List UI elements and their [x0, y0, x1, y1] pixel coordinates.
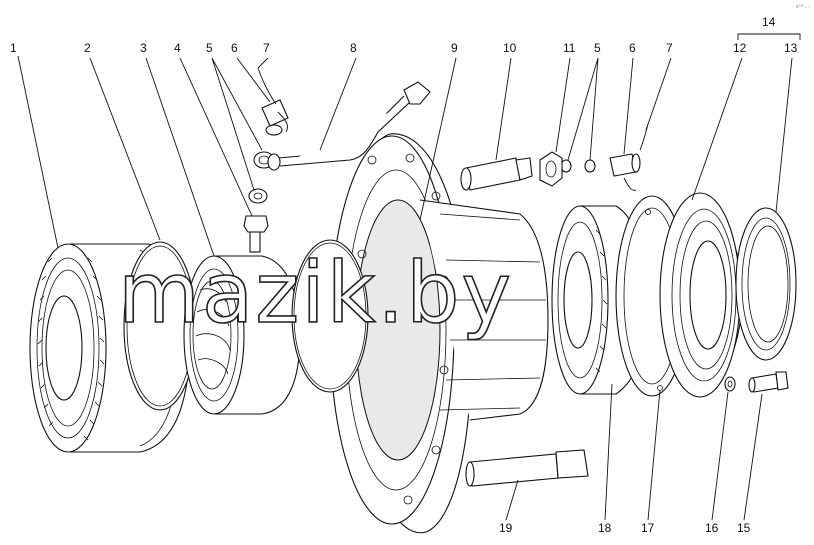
callout-14: 14 — [762, 15, 776, 29]
part-10-sleeve — [460, 157, 533, 191]
callout-4: 4 — [174, 41, 181, 55]
part-9-hub — [329, 133, 549, 534]
watermark-text: mazik.by — [118, 244, 513, 342]
part-11-nut — [539, 151, 563, 187]
callout-9: 9 — [451, 41, 458, 55]
callout-13: 13 — [784, 41, 798, 55]
hub-o-ring — [291, 239, 369, 393]
part-15-bolt — [748, 371, 789, 393]
callout-5b: 5 — [594, 41, 601, 55]
callout-12: 12 — [733, 41, 747, 55]
part-6-fittings — [261, 99, 641, 177]
corner-mark: s™ ... — [796, 4, 809, 10]
part-3-nut — [183, 255, 301, 415]
callout-6b: 6 — [629, 41, 636, 55]
part-13-seal — [735, 207, 797, 361]
callout-15: 15 — [737, 521, 751, 535]
part-19-stud — [465, 449, 589, 487]
callout-7a: 7 — [263, 41, 270, 55]
callout-8: 8 — [350, 41, 357, 55]
part-8-pipe — [267, 81, 431, 171]
callout-5a: 5 — [206, 41, 213, 55]
part-12-cover — [659, 192, 743, 398]
part-4-screw — [243, 215, 269, 253]
callout-19: 19 — [499, 521, 513, 535]
callout-18: 18 — [598, 521, 612, 535]
callout-17: 17 — [641, 521, 655, 535]
leader-lines — [17, 33, 801, 521]
part-7-lockwire — [257, 67, 649, 191]
callout-7b: 7 — [666, 41, 673, 55]
callout-11: 11 — [563, 41, 576, 55]
part-16-washer — [724, 376, 736, 392]
callout-6a: 6 — [231, 41, 238, 55]
callout-3: 3 — [140, 41, 147, 55]
callout-1: 1 — [10, 41, 17, 55]
callout-labels: 1 2 3 4 5 6 7 8 9 10 11 5 6 7 14 12 13 1… — [10, 15, 798, 535]
callout-10: 10 — [503, 41, 517, 55]
callout-16: 16 — [705, 521, 719, 535]
callout-2: 2 — [84, 41, 91, 55]
